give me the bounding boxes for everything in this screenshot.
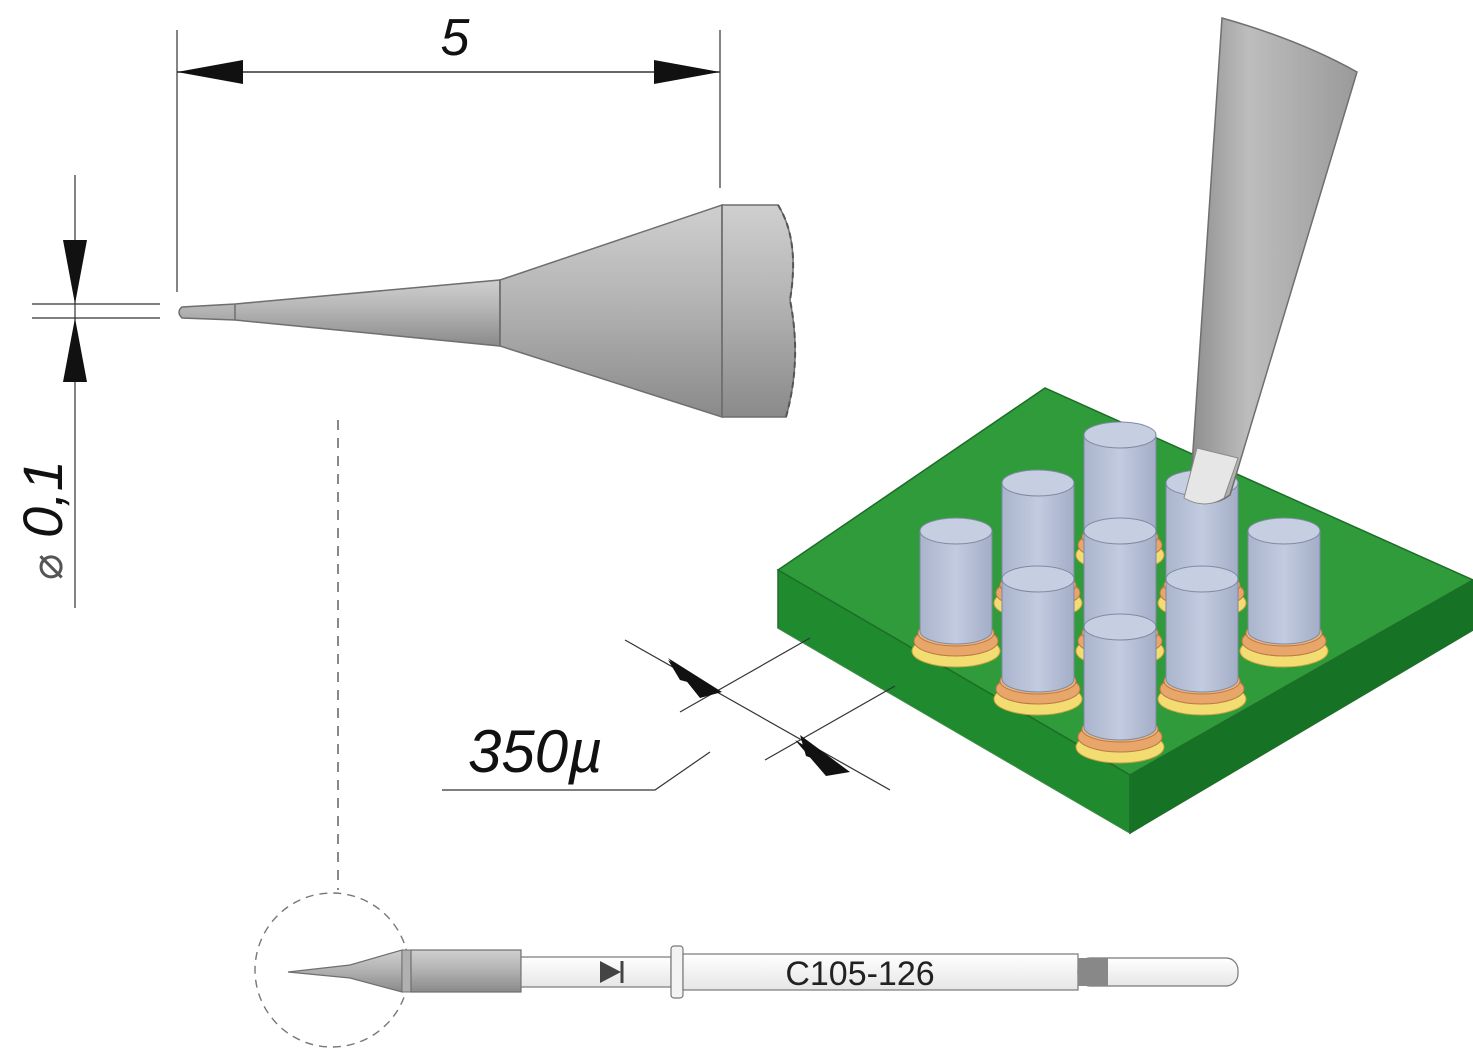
pcb-pin — [911, 517, 1001, 668]
pcb-pin — [1075, 613, 1165, 764]
pitch-label: 350µ — [468, 718, 603, 785]
pitch-dimension: 350µ — [442, 637, 896, 791]
tip-angled-view — [1183, 17, 1358, 505]
length-label: 5 — [441, 9, 471, 67]
pcb-pin — [1239, 517, 1329, 668]
pcb-illustration — [776, 387, 1473, 835]
pin-array — [911, 421, 1329, 764]
pcb-pin — [1157, 565, 1247, 716]
tip-side-view — [178, 203, 797, 419]
length-dimension: 5 — [176, 9, 721, 292]
color-code-band — [1078, 958, 1108, 986]
diameter-label: 0,1 — [11, 460, 74, 538]
pcb-pin — [993, 565, 1083, 716]
diameter-dimension: ⌀ 0,1 — [11, 175, 160, 608]
diameter-symbol: ⌀ — [23, 554, 72, 581]
cartridge-overview: C105-126 — [254, 892, 1239, 1048]
cartridge-model-label: C105-126 — [785, 955, 934, 993]
